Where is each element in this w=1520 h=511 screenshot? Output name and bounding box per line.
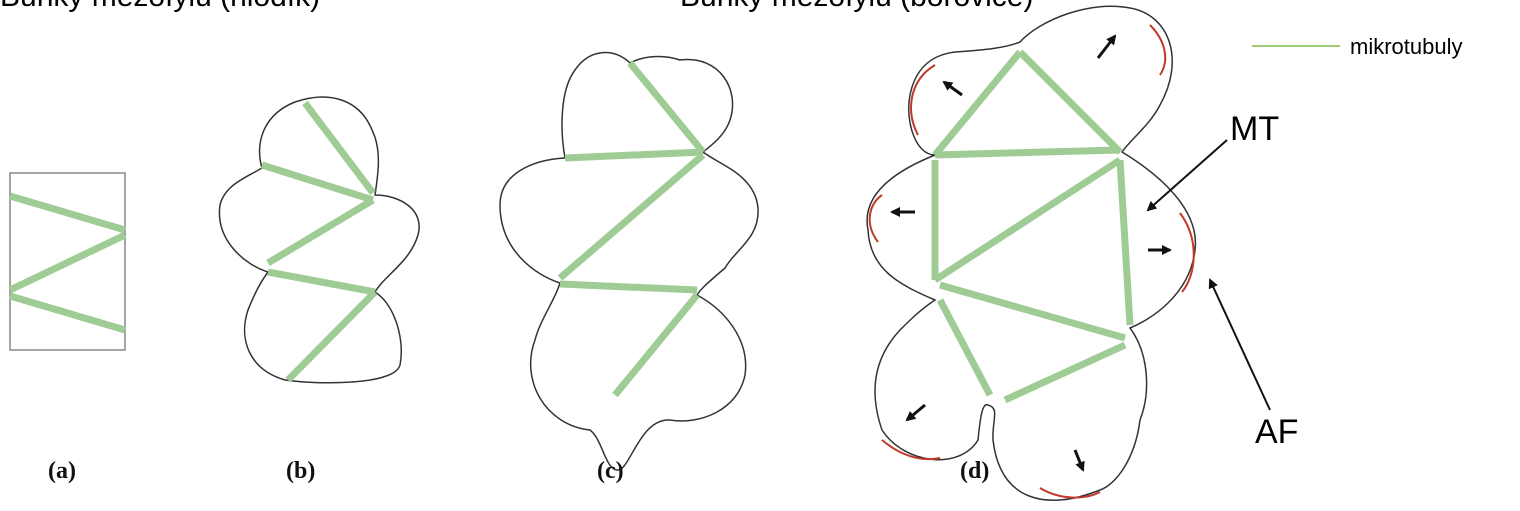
microtubule-bundle [268, 200, 373, 263]
panel-label-b: (b) [286, 458, 315, 485]
microtubules-b [262, 103, 375, 380]
microtubule-bundle [1020, 52, 1120, 152]
microtubule-bundle [288, 292, 375, 380]
legend-label: mikrotubuly [1350, 34, 1462, 60]
panel-d-cell [867, 6, 1195, 500]
microtubule-bundle [10, 296, 125, 330]
panel-label-d: (d) [960, 458, 989, 485]
mt-pointer-arrow [1148, 140, 1227, 210]
microtubule-bundle [630, 63, 703, 152]
panel-c-cell [500, 53, 758, 470]
cell-outline-d [867, 6, 1195, 500]
microtubule-bundle [1120, 160, 1130, 325]
panel-label-a: (a) [48, 458, 76, 485]
microtubule-bundle [1005, 345, 1125, 400]
panel-label-c: (c) [597, 458, 624, 485]
arrow-lower-left [907, 405, 925, 420]
microtubule-bundle [10, 235, 125, 290]
microtubule-bundle [565, 152, 703, 158]
panel-b-cell [219, 97, 419, 383]
af-pointer-arrow [1210, 280, 1270, 410]
actin-filaments-d [870, 25, 1194, 498]
microtubule-bundle [935, 160, 1120, 280]
microtubule-bundle [560, 284, 697, 290]
microtubule-bundle [940, 285, 1125, 338]
af-callout: AF [1255, 413, 1298, 452]
cell-outline-c [500, 53, 758, 470]
microtubule-bundle [940, 300, 990, 395]
panel-a-cell [10, 173, 125, 350]
microtubule-bundle [10, 196, 125, 230]
microtubule-bundle [935, 150, 1120, 155]
microtubules-c [560, 63, 703, 395]
arrow-top [1098, 36, 1115, 58]
cell-outline-b [219, 97, 419, 383]
microtubule-bundle [560, 155, 703, 278]
microtubule-bundle [935, 52, 1020, 155]
arrow-upper-left [944, 82, 962, 95]
microtubules-d [935, 52, 1130, 400]
mt-callout: MT [1230, 110, 1279, 149]
microtubule-bundle [615, 295, 697, 395]
arrow-bottom [1075, 450, 1083, 470]
microtubules-a [10, 196, 125, 330]
microtubule-bundle [268, 272, 375, 292]
